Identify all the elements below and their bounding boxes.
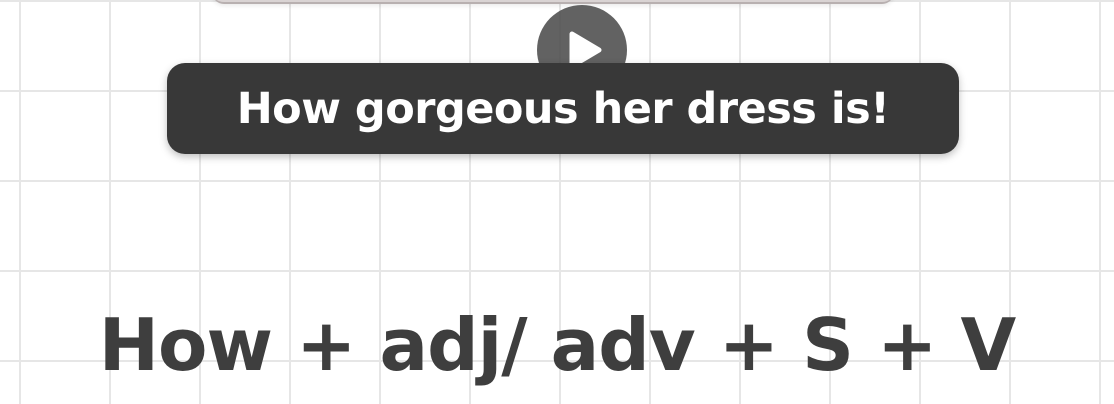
subtitle-caption: How gorgeous her dress is! [167, 63, 959, 154]
play-icon [569, 31, 602, 69]
caption-text: How gorgeous her dress is! [236, 83, 890, 134]
grammar-formula: How + adj/ adv + S + V [98, 303, 1016, 387]
video-frame-edge [212, 0, 894, 4]
